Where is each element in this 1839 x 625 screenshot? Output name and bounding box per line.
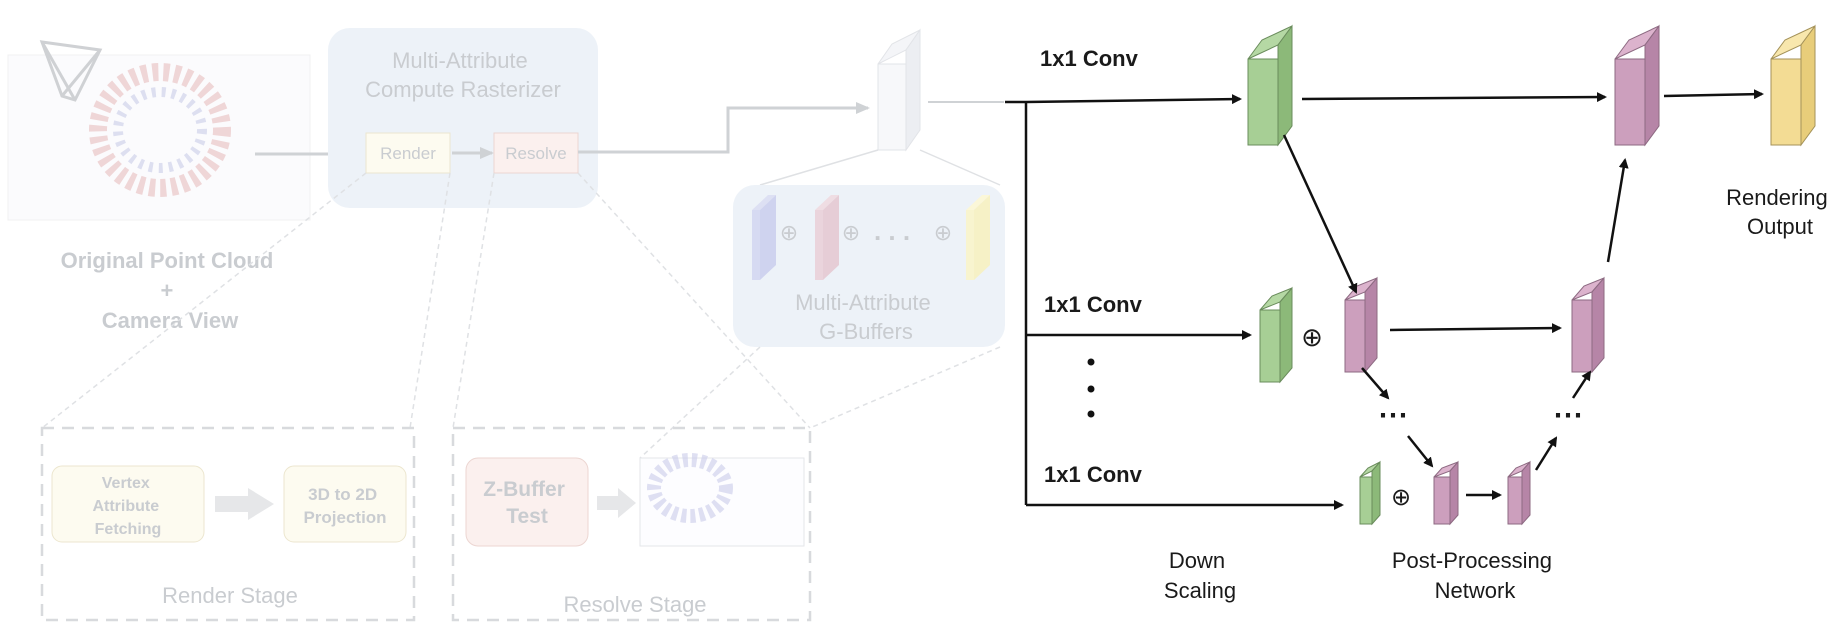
ellipsis-right: ⋯: [1553, 399, 1583, 432]
purple-block-top: [1614, 24, 1660, 147]
zbuffer-label: Z-Buffer Test: [483, 478, 571, 528]
vertical-dots: [1087, 358, 1095, 418]
gbuffer-plus-2: ⊕: [842, 220, 860, 245]
gbuffer-pink: [815, 195, 839, 280]
plus-op-bottom: ⊕: [1391, 484, 1411, 511]
zoom-line-left: [759, 149, 879, 186]
arrow-mid-row: [1389, 323, 1562, 334]
gbuffer-panel: [733, 185, 1005, 347]
arrow-top-skip: [1301, 92, 1607, 103]
purple-block-mid-right: [1571, 276, 1605, 374]
render-stage-box: [40, 426, 416, 622]
arrow-up-1: [1606, 158, 1629, 263]
projection-label: 3D to 2D Projection: [303, 485, 386, 527]
arrow-up-3: [1571, 370, 1592, 399]
resolve-output-image: [639, 457, 805, 547]
plus-op-mid: ⊕: [1301, 322, 1323, 352]
purple-block-mid-left: [1344, 276, 1378, 374]
green-block-bottom: [1359, 460, 1381, 526]
stage-zoom-lines: [41, 172, 1001, 459]
point-cloud-render: [89, 63, 231, 197]
gbuffer-plus-1: ⊕: [780, 220, 798, 245]
conv-label-3: 1x1 Conv: [1044, 462, 1143, 487]
gbuffer-stack: [877, 28, 921, 152]
resolve-box-label: Resolve: [505, 144, 566, 163]
resolve-stage-box: [451, 426, 812, 622]
point-cloud-image: [7, 54, 311, 221]
purple-block-bottom-left: [1433, 460, 1459, 526]
resolve-stage-title: Resolve Stage: [563, 592, 706, 617]
camera-icon: [39, 40, 103, 102]
render-box-label: Render: [380, 144, 436, 163]
projection-box: [283, 465, 407, 543]
arrow-down-1: [1282, 134, 1358, 294]
arrow-up-2: [1534, 436, 1558, 471]
ellipsis-left: ⋯: [1378, 399, 1408, 432]
gbuffer-label: Multi-Attribute G-Buffers: [795, 290, 937, 344]
output-block: [1770, 24, 1816, 147]
vertex-fetch-box: [51, 465, 205, 543]
render-box: [365, 132, 451, 174]
gbuffer-blue: [752, 195, 776, 280]
point-cloud-label: Original Point Cloud + Camera View: [61, 248, 280, 333]
post-processing-label: Post-Processing Network: [1392, 548, 1558, 603]
arrow-to-gbuffer: [578, 102, 870, 154]
gbuffer-yellow: [966, 195, 990, 280]
purple-block-bottom-right: [1507, 460, 1531, 526]
arrow-down-3: [1407, 435, 1434, 468]
rendering-output-label: Rendering Output: [1726, 185, 1834, 239]
arrow-conv1: [1025, 94, 1242, 105]
green-block-top: [1247, 24, 1293, 147]
trunk-lines: [1005, 100, 1028, 505]
conv-label-2: 1x1 Conv: [1044, 292, 1143, 317]
down-scaling-label: Down Scaling: [1164, 548, 1236, 603]
conv-label-1: 1x1 Conv: [1040, 46, 1139, 71]
arrow-down-2: [1361, 367, 1390, 400]
gbuffer-plus-3: ⊕: [934, 220, 952, 245]
vertex-fetch-label: Vertex Attribute Fetching: [92, 475, 163, 538]
render-stage-arrow: [215, 488, 274, 520]
resolve-output-render: [647, 453, 733, 523]
arrow-to-output: [1663, 89, 1764, 100]
zoom-line-right: [919, 149, 1001, 186]
green-block-mid: [1259, 286, 1293, 384]
render-stage-title: Render Stage: [162, 583, 298, 608]
gbuffer-dots: . . .: [874, 216, 910, 246]
rasterizer-title: Multi-Attribute Compute Rasterizer: [365, 48, 561, 102]
resolve-stage-arrow: [597, 488, 636, 518]
zbuffer-box: [465, 457, 589, 547]
